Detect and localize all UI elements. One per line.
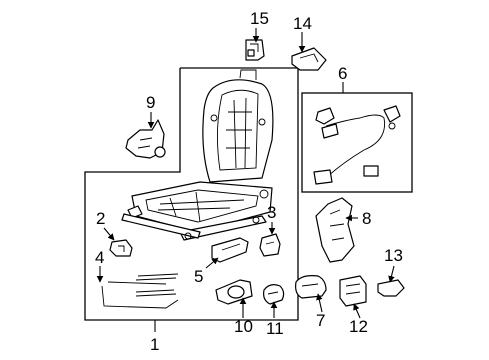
leader-lines <box>96 28 395 332</box>
part-2-clip <box>109 239 133 257</box>
part-15-bracket <box>245 39 265 61</box>
callout-4: 4 <box>95 248 104 267</box>
harness-group-box <box>301 92 413 193</box>
callout-3: 3 <box>267 203 276 222</box>
seat-rails <box>121 213 267 241</box>
part-11-cap <box>263 284 285 305</box>
callout-10: 10 <box>234 317 253 336</box>
callout-11: 11 <box>266 319 284 338</box>
part-10-knob <box>215 279 253 305</box>
callout-5: 5 <box>194 267 203 286</box>
callout-9: 9 <box>146 93 155 112</box>
part-9-bracket <box>125 119 166 159</box>
callout-2: 2 <box>96 209 105 228</box>
callout-6: 6 <box>338 64 347 83</box>
callout-14: 14 <box>293 14 312 33</box>
part-12-motor <box>339 275 367 307</box>
callout-13: 13 <box>384 246 403 265</box>
part-7-handle <box>295 275 327 299</box>
part-14-cover <box>291 47 327 71</box>
callout-15: 15 <box>250 9 269 28</box>
callout-7: 7 <box>316 311 325 330</box>
part-13-clip <box>377 279 405 297</box>
callout-8: 8 <box>362 209 371 228</box>
callout-12: 12 <box>349 317 368 336</box>
seat-back-frame <box>202 69 274 183</box>
part-8-trim-cover <box>315 197 355 263</box>
part-6-wire-harness <box>313 105 401 185</box>
part-4-rods <box>101 273 179 309</box>
callout-1: 1 <box>150 335 159 354</box>
part-3-bracket <box>259 233 281 257</box>
